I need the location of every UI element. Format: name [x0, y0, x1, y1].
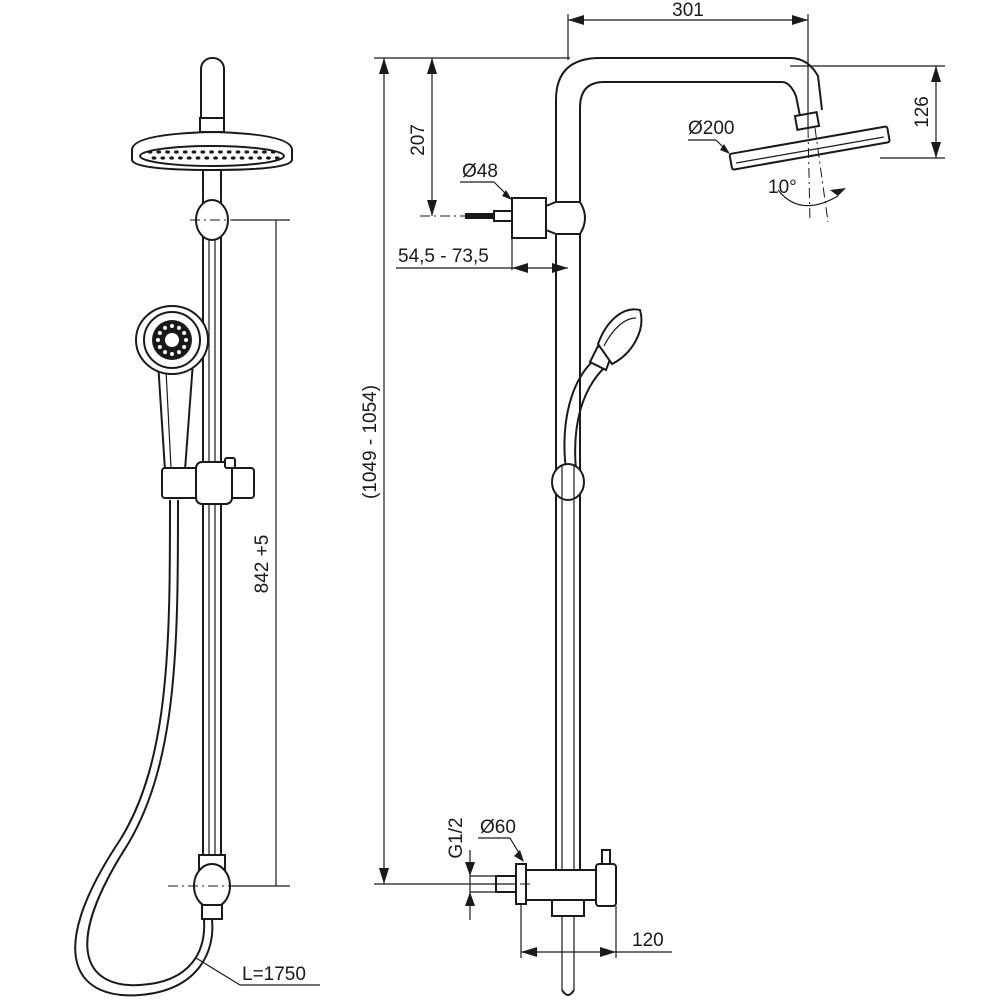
arm-drop-label: 207	[408, 124, 429, 156]
hose-length-label: L=1750	[242, 964, 306, 985]
total-height-label: (1049 - 1054)	[360, 385, 381, 499]
mixer-valve	[495, 849, 617, 917]
slide-rail	[202, 169, 222, 871]
side-shower-head	[728, 125, 891, 171]
hose-connector	[201, 904, 223, 920]
thread-label: G1/2	[446, 817, 467, 858]
mixer-offset-label: 120	[632, 930, 664, 951]
side-slider-holder	[551, 463, 585, 501]
mixer-diameter-label: Ø60	[480, 817, 516, 838]
head-diameter-label: Ø200	[688, 118, 734, 139]
shower-hose	[74, 499, 214, 997]
side-wall-bracket	[465, 197, 586, 239]
head-height-label: 126	[912, 96, 933, 128]
side-view: 10° Ø200 301 126 (1049 - 1054) 207	[360, 0, 945, 996]
side-hand-shower	[563, 308, 643, 471]
front-view: 842 +5 L=1750	[74, 57, 320, 997]
riser-pipe-outer	[555, 57, 823, 870]
bracket-offset-label: 54,5 - 73,5	[398, 246, 489, 267]
tilt-angle-label: 10°	[768, 177, 797, 198]
hand-shower	[135, 305, 209, 471]
width-label: 301	[672, 0, 704, 21]
slider-holder	[161, 457, 255, 505]
overhead-shower-head	[131, 130, 293, 172]
side-head-swivel	[793, 111, 821, 131]
rail-length-label: 842 +5	[252, 535, 273, 594]
tilt-angle-arc	[777, 189, 839, 207]
bracket-diameter-label: Ø48	[462, 161, 498, 182]
riser-pipe-inner	[579, 81, 801, 870]
head-swivel-nut	[199, 117, 225, 133]
